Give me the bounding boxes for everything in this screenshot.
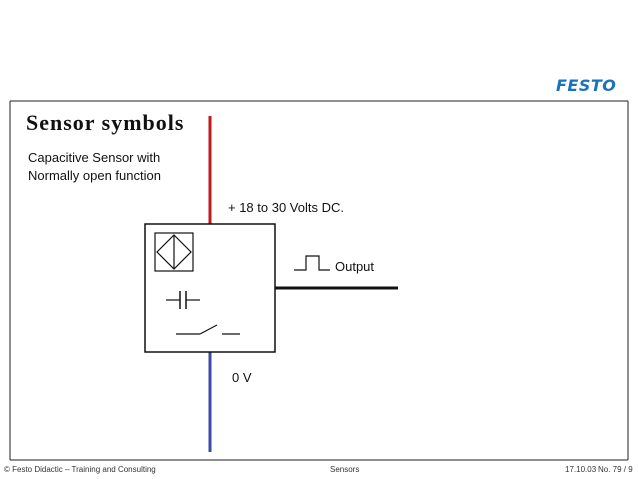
capacitor-icon	[166, 291, 200, 309]
output-label: Output	[335, 259, 375, 274]
footer-date: 17.10.03	[565, 465, 597, 474]
subtitle-line-1: Capacitive Sensor with	[28, 150, 161, 165]
supply-voltage-label: + 18 to 30 Volts DC.	[228, 200, 344, 215]
ground-label: 0 V	[232, 370, 252, 385]
footer-topic: Sensors	[330, 465, 360, 474]
pulse-signal-icon	[294, 255, 330, 271]
sensor-diamond-icon	[154, 232, 194, 272]
footer-page-number: No. 79 / 9	[598, 465, 633, 474]
sensor-body	[144, 223, 276, 353]
subtitle-line-2: Normally open function	[28, 168, 161, 183]
slide-title: Sensor symbols	[26, 110, 185, 135]
normally-open-switch-icon	[176, 324, 240, 335]
footer-copyright: © Festo Didactic – Training and Consulti…	[4, 465, 156, 474]
festo-logo: FESTO	[556, 76, 617, 95]
